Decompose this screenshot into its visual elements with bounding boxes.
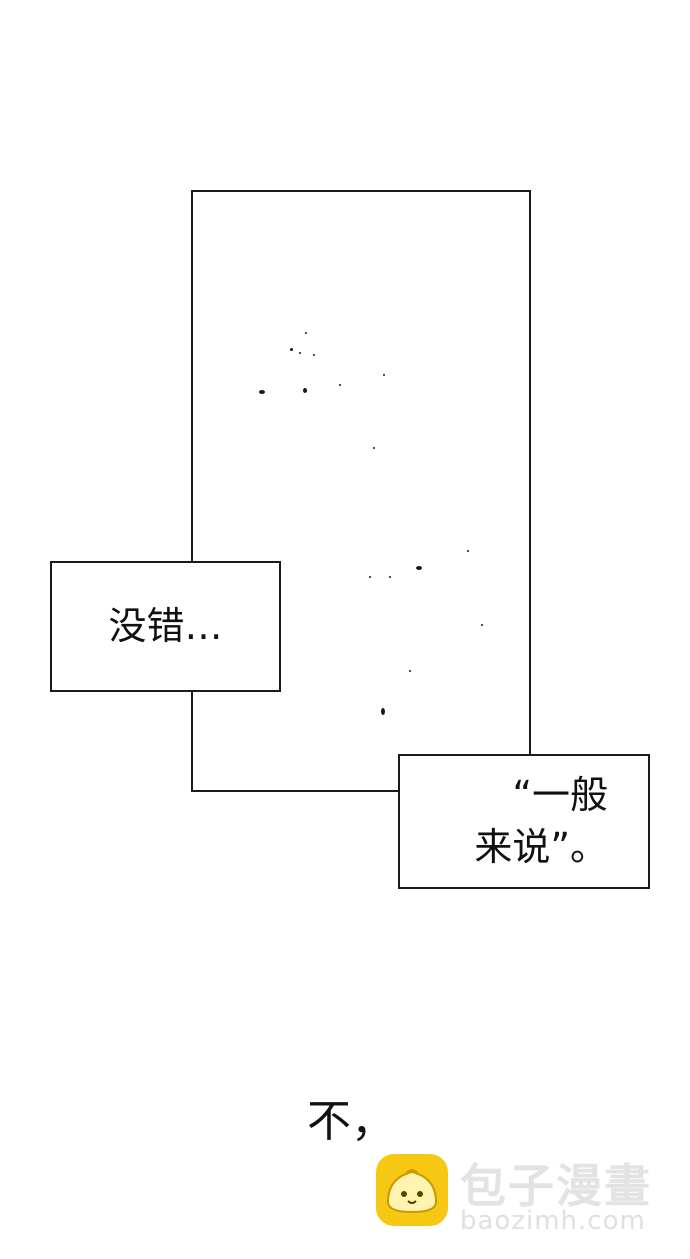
ink-speck: [389, 576, 391, 578]
ink-speck: [305, 332, 307, 334]
ink-speck: [313, 354, 315, 356]
ink-speck: [259, 390, 265, 394]
ink-speck: [339, 384, 341, 386]
comic-panel-empty: [191, 190, 531, 792]
ink-speck: [467, 550, 469, 552]
caption-text-left: 没错…: [108, 603, 223, 648]
ink-speck: [383, 374, 385, 376]
caption-text-right-line2: 来说”。: [474, 824, 608, 869]
caption-box-left: 没错…: [50, 561, 281, 692]
caption-text-right-line1: “一般: [512, 773, 608, 818]
ink-speck: [290, 348, 293, 351]
bun-face-icon: [386, 1169, 438, 1214]
ink-speck: [303, 388, 307, 393]
ink-speck: [381, 708, 385, 715]
ink-speck: [369, 576, 371, 578]
ink-speck: [373, 447, 375, 449]
bun-logo-icon: [376, 1154, 448, 1226]
watermark-title: 包子漫畫: [460, 1159, 652, 1213]
watermark: 包子漫畫 baozimh.com: [376, 1150, 676, 1236]
watermark-url: baozimh.com: [460, 1206, 646, 1236]
ink-speck: [409, 670, 411, 672]
ink-speck: [481, 624, 483, 626]
ink-speck: [299, 352, 301, 354]
ink-speck: [416, 566, 422, 570]
narration-text: 不，: [307, 1096, 395, 1147]
caption-box-right: “一般 来说”。: [398, 754, 650, 889]
